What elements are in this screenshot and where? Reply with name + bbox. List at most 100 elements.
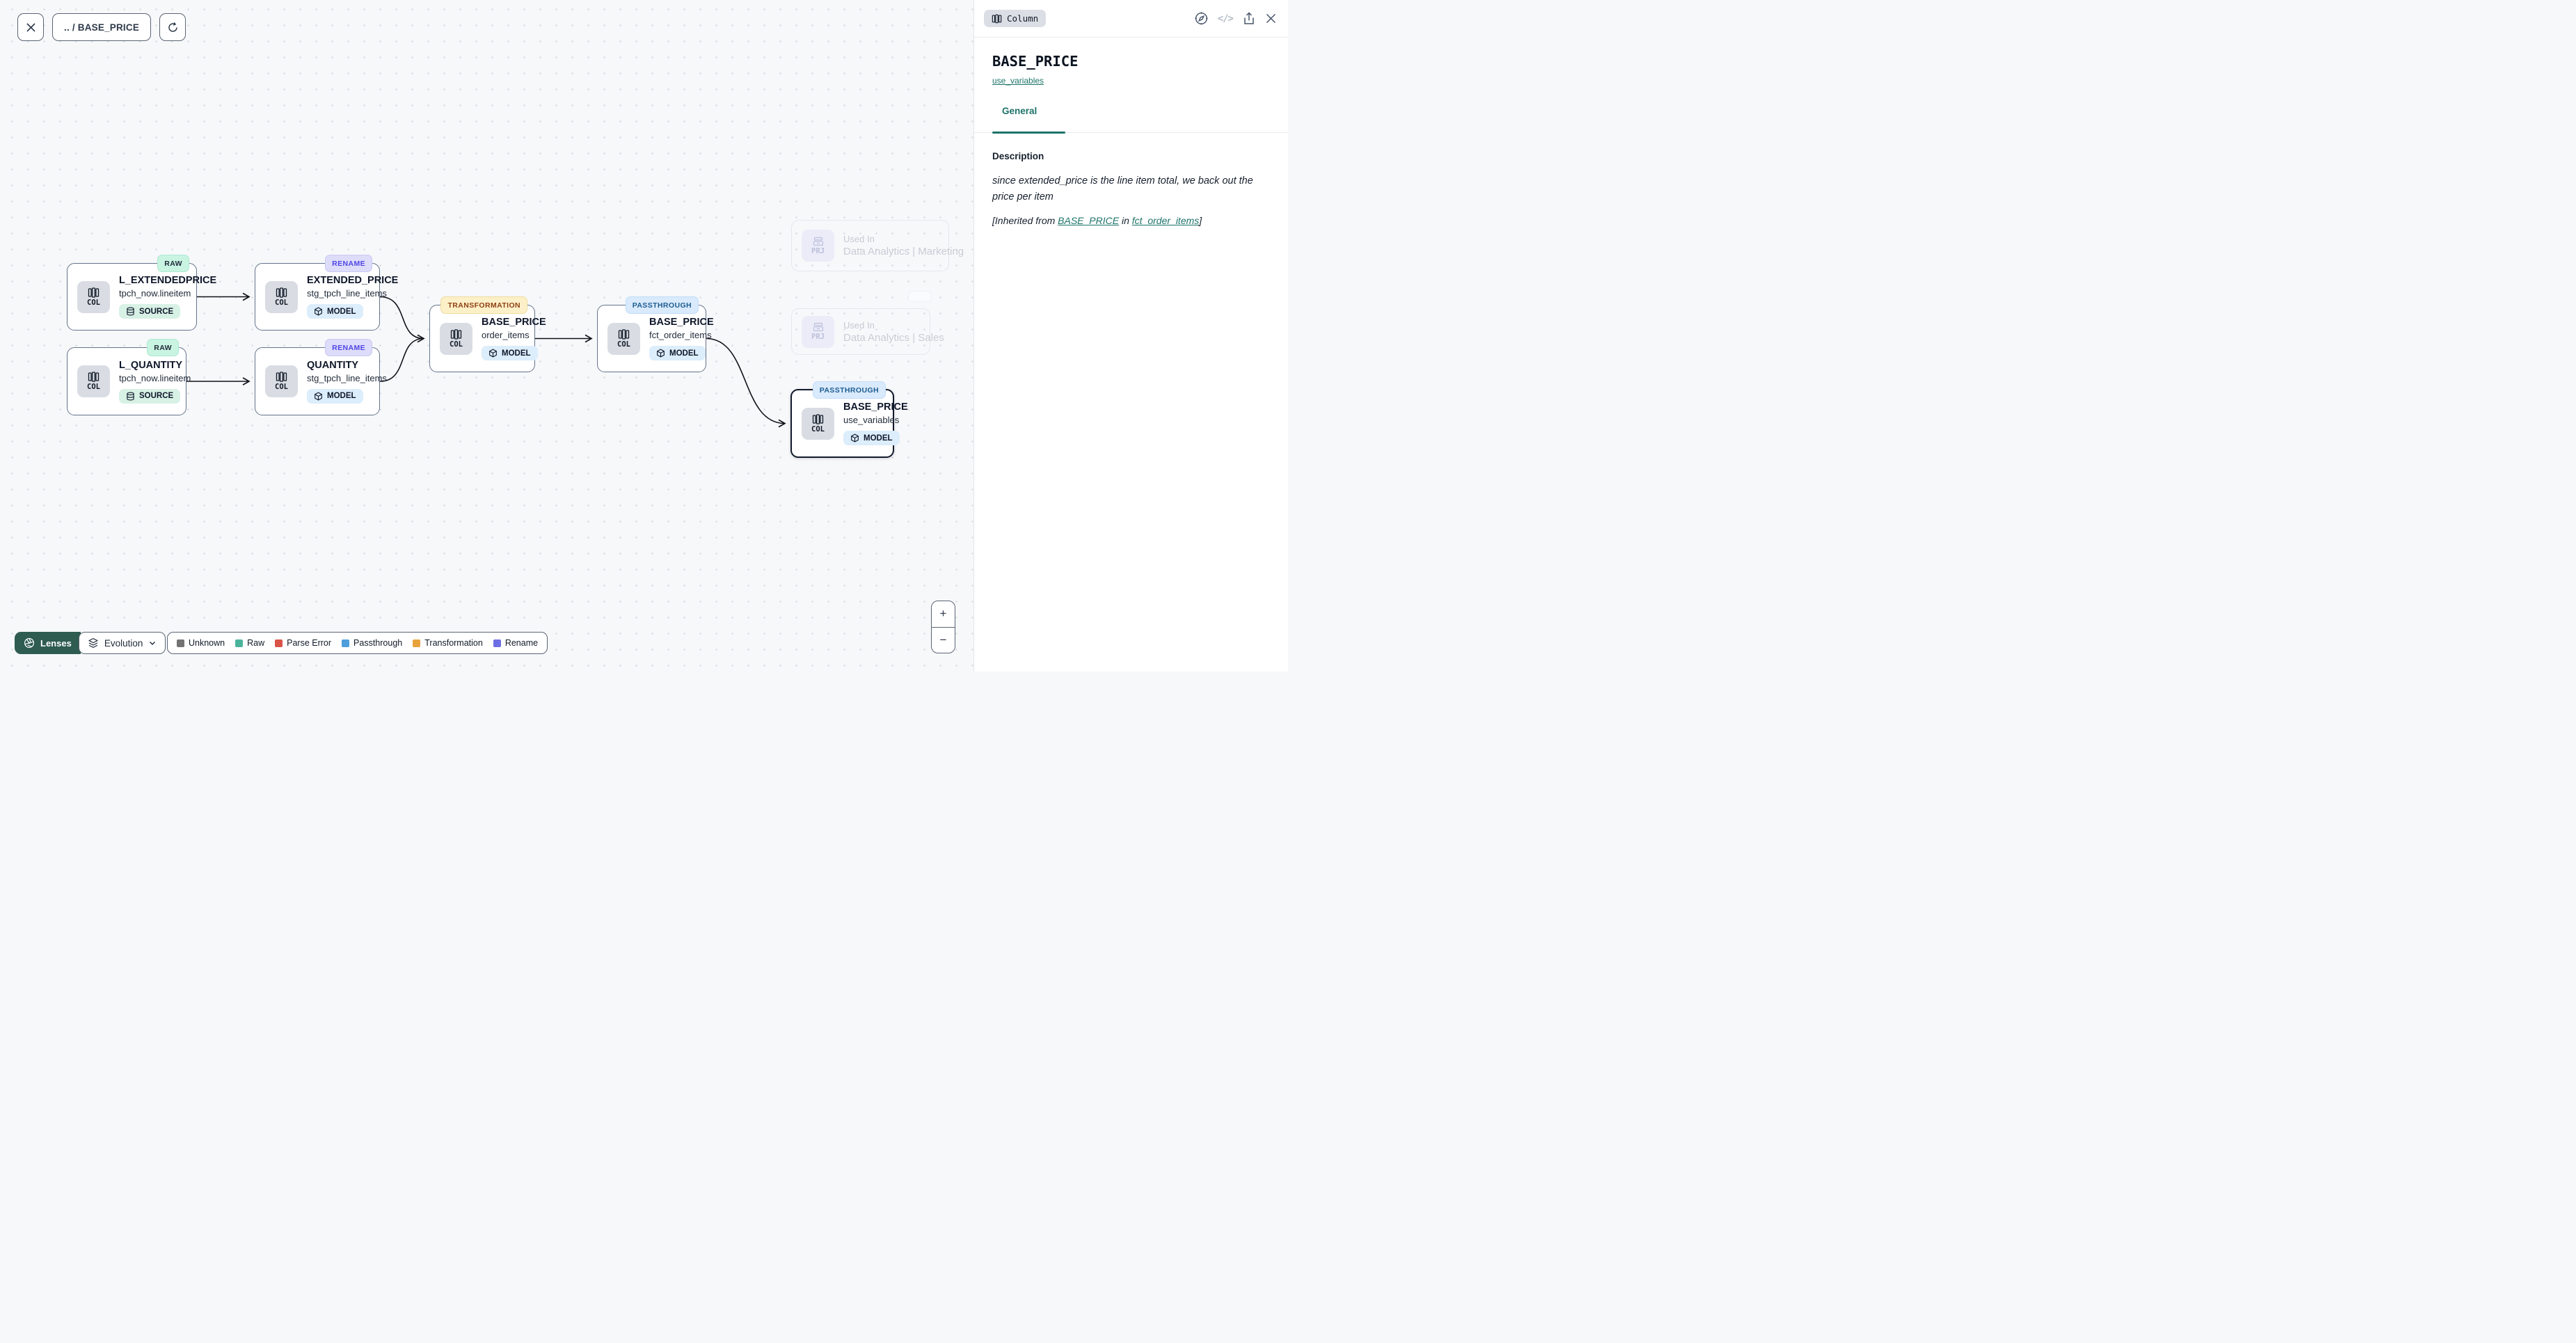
badge-rename: RENAME bbox=[325, 339, 372, 356]
node-extended-price[interactable]: RENAME COL EXTENDED_PRICE stg_tpch_line_… bbox=[255, 255, 398, 331]
ghost-title: Data Analytics | Sales bbox=[843, 331, 944, 344]
legend-item: Parse Error bbox=[275, 638, 331, 648]
inherited-note: [Inherited from BASE_PRICE in fct_order_… bbox=[992, 215, 1202, 227]
column-kind-chip: COL bbox=[607, 322, 640, 355]
entity-title: BASE_PRICE bbox=[992, 53, 1079, 70]
lenses-bar: Lenses Evolution bbox=[15, 632, 166, 654]
entity-type-badge: Column bbox=[984, 10, 1047, 27]
column-kind-chip: COL bbox=[802, 407, 834, 440]
refresh-button[interactable] bbox=[159, 13, 186, 41]
close-icon bbox=[1266, 13, 1276, 24]
lineage-app: .. / BASE_PRICE RAW COL L_EXTENDEDPRICE … bbox=[0, 0, 1288, 672]
column-icon bbox=[992, 14, 1002, 23]
column-icon bbox=[276, 287, 287, 298]
legend-item: Passthrough bbox=[342, 638, 402, 648]
lens-aperture-icon bbox=[24, 637, 35, 649]
close-panel-button[interactable] bbox=[1265, 13, 1277, 24]
description-heading: Description bbox=[992, 151, 1044, 161]
close-lineage-button[interactable] bbox=[17, 13, 44, 41]
explore-compass-button[interactable] bbox=[1194, 11, 1209, 26]
model-chip: MODEL bbox=[307, 388, 363, 404]
legend-item: Raw bbox=[235, 638, 264, 648]
active-tab-indicator bbox=[992, 131, 1065, 134]
edge-fctorderitems-usevariables bbox=[706, 337, 786, 428]
column-kind-chip: COL bbox=[77, 365, 110, 397]
legend-swatch bbox=[235, 639, 244, 647]
column-icon bbox=[276, 372, 287, 382]
legend-swatch bbox=[342, 639, 350, 647]
canvas-toolbar: .. / BASE_PRICE bbox=[17, 13, 186, 41]
node-title: EXTENDED_PRICE bbox=[307, 275, 399, 286]
node-base-price-order-items[interactable]: TRANSFORMATION COL BASE_PRICE order_item… bbox=[429, 296, 546, 372]
column-kind-chip: COL bbox=[265, 280, 298, 313]
node-title: BASE_PRICE bbox=[482, 317, 546, 328]
node-subtitle: tpch_now.lineitem bbox=[119, 288, 191, 299]
node-title: L_EXTENDEDPRICE bbox=[119, 275, 217, 286]
legend-swatch bbox=[275, 639, 283, 647]
ghost-node-used-in-marketing[interactable]: PRJ Used In Data Analytics | Marketing bbox=[791, 220, 964, 271]
node-base-price-fct-order-items[interactable]: PASSTHROUGH COL BASE_PRICE fct_order_ite… bbox=[597, 296, 714, 372]
model-cube-icon bbox=[657, 349, 665, 358]
node-l-quantity[interactable]: RAW COL L_QUANTITY tpch_now.lineitem SOU… bbox=[67, 339, 191, 415]
badge-raw: RAW bbox=[147, 339, 179, 356]
view-code-button[interactable]: </> bbox=[1217, 13, 1234, 24]
lens-legend: Unknown Raw Parse Error Passthrough Tran… bbox=[167, 632, 548, 654]
node-l-extendedprice[interactable]: RAW COL L_EXTENDEDPRICE tpch_now.lineite… bbox=[67, 255, 216, 331]
badge-passthrough: PASSTHROUGH bbox=[625, 296, 699, 314]
ghost-node-used-in-sales[interactable]: PRJ Used In Data Analytics | Sales bbox=[791, 308, 944, 355]
badge-transformation: TRANSFORMATION bbox=[440, 296, 527, 314]
column-icon bbox=[812, 413, 824, 424]
chevron-down-icon bbox=[150, 642, 156, 645]
parent-model-link[interactable]: use_variables bbox=[992, 76, 1044, 86]
tab-general[interactable]: General bbox=[1002, 106, 1037, 116]
refresh-icon bbox=[168, 22, 177, 32]
column-icon bbox=[450, 328, 462, 340]
close-icon bbox=[26, 22, 35, 32]
project-icon bbox=[813, 237, 823, 246]
project-kind-chip: PRJ bbox=[802, 230, 834, 262]
tabs-divider bbox=[974, 132, 1288, 133]
model-chip: MODEL bbox=[843, 431, 900, 445]
node-base-price-use-variables[interactable]: PASSTHROUGH COL BASE_PRICE use_variables… bbox=[790, 381, 908, 458]
legend-item: Transformation bbox=[413, 638, 483, 648]
model-chip: MODEL bbox=[307, 304, 363, 319]
lineage-canvas[interactable]: .. / BASE_PRICE RAW COL L_EXTENDEDPRICE … bbox=[0, 0, 973, 672]
database-icon bbox=[127, 392, 134, 400]
breadcrumb[interactable]: .. / BASE_PRICE bbox=[52, 13, 152, 41]
zoom-controls: + − bbox=[931, 601, 955, 653]
zoom-in-button[interactable]: + bbox=[932, 601, 955, 628]
node-subtitle: stg_tpch_line_items bbox=[307, 372, 387, 383]
legend-swatch bbox=[493, 639, 501, 647]
node-subtitle: tpch_now.lineitem bbox=[119, 372, 191, 383]
column-icon bbox=[88, 372, 100, 382]
column-kind-chip: COL bbox=[265, 365, 298, 397]
source-chip: SOURCE bbox=[119, 388, 181, 404]
project-icon bbox=[813, 322, 823, 332]
zoom-out-button[interactable]: − bbox=[939, 633, 947, 646]
badge-rename: RENAME bbox=[325, 255, 372, 272]
compass-icon bbox=[1195, 12, 1208, 25]
lenses-button[interactable]: Lenses bbox=[15, 632, 81, 654]
ghost-badge bbox=[908, 291, 932, 302]
node-quantity[interactable]: RENAME COL QUANTITY stg_tpch_line_items … bbox=[255, 339, 387, 415]
source-chip: SOURCE bbox=[119, 304, 181, 319]
legend-item: Unknown bbox=[177, 638, 225, 648]
inherited-model-link[interactable]: fct_order_items bbox=[1131, 215, 1200, 227]
ghost-title: Data Analytics | Marketing bbox=[843, 246, 964, 257]
badge-passthrough: PASSTHROUGH bbox=[812, 381, 886, 399]
node-title: QUANTITY bbox=[307, 359, 359, 371]
legend-swatch bbox=[177, 639, 184, 647]
panel-header: Column </> bbox=[974, 0, 1288, 38]
inherited-column-link[interactable]: BASE_PRICE bbox=[1058, 215, 1120, 227]
node-subtitle: order_items bbox=[482, 330, 530, 340]
node-title: BASE_PRICE bbox=[649, 317, 714, 328]
column-icon bbox=[88, 287, 100, 298]
share-button[interactable] bbox=[1242, 11, 1256, 26]
model-cube-icon bbox=[851, 434, 859, 443]
node-subtitle: fct_order_items bbox=[649, 330, 712, 340]
legend-item: Rename bbox=[493, 638, 538, 648]
description-text: since extended_price is the line item to… bbox=[992, 175, 1253, 203]
badge-raw: RAW bbox=[157, 255, 189, 272]
lens-select-dropdown[interactable]: Evolution bbox=[78, 632, 166, 654]
details-panel: Column </> BASE_PRICE use_variables Gene… bbox=[973, 0, 1288, 672]
